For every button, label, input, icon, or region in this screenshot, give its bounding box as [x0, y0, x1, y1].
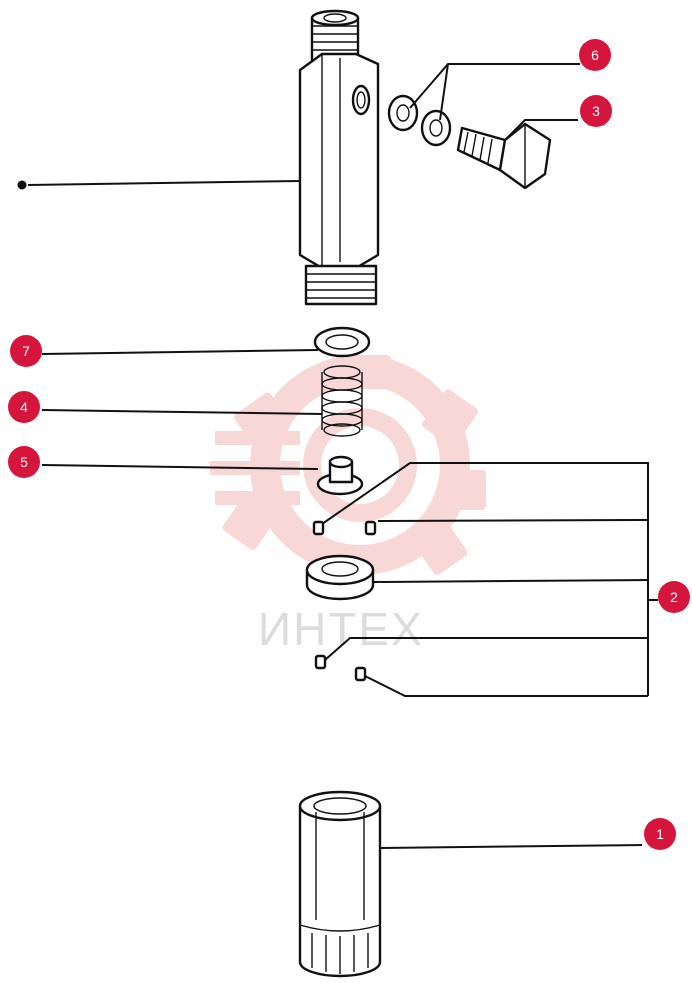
callout-badge-7[interactable]: 7: [10, 335, 42, 367]
nozzle-nut: [298, 790, 382, 978]
callout-badge-1[interactable]: 1: [644, 818, 676, 850]
callout-badge-6[interactable]: 6: [579, 39, 611, 71]
svg-text:2: 2: [670, 589, 678, 605]
spring: [321, 365, 363, 437]
svg-text:7: 7: [22, 343, 30, 359]
leader-lines: [17, 63, 658, 849]
svg-text:6: 6: [591, 47, 599, 63]
shim-ring: [313, 326, 371, 358]
washer-pair: [387, 94, 452, 147]
callout-badge-3[interactable]: 3: [580, 95, 612, 127]
callout-badge-2[interactable]: 2: [658, 581, 690, 613]
injector-body: [298, 9, 380, 306]
callout-badge-4[interactable]: 4: [8, 391, 40, 423]
hollow-bolt: [456, 122, 552, 190]
spring-seat: [316, 455, 364, 496]
svg-text:3: 3: [592, 103, 600, 119]
svg-text:5: 5: [20, 454, 28, 470]
callout-badge-5[interactable]: 5: [8, 446, 40, 478]
svg-text:4: 4: [20, 399, 28, 415]
svg-text:1: 1: [656, 826, 664, 842]
locating-pins-and-spacer: [305, 520, 377, 682]
